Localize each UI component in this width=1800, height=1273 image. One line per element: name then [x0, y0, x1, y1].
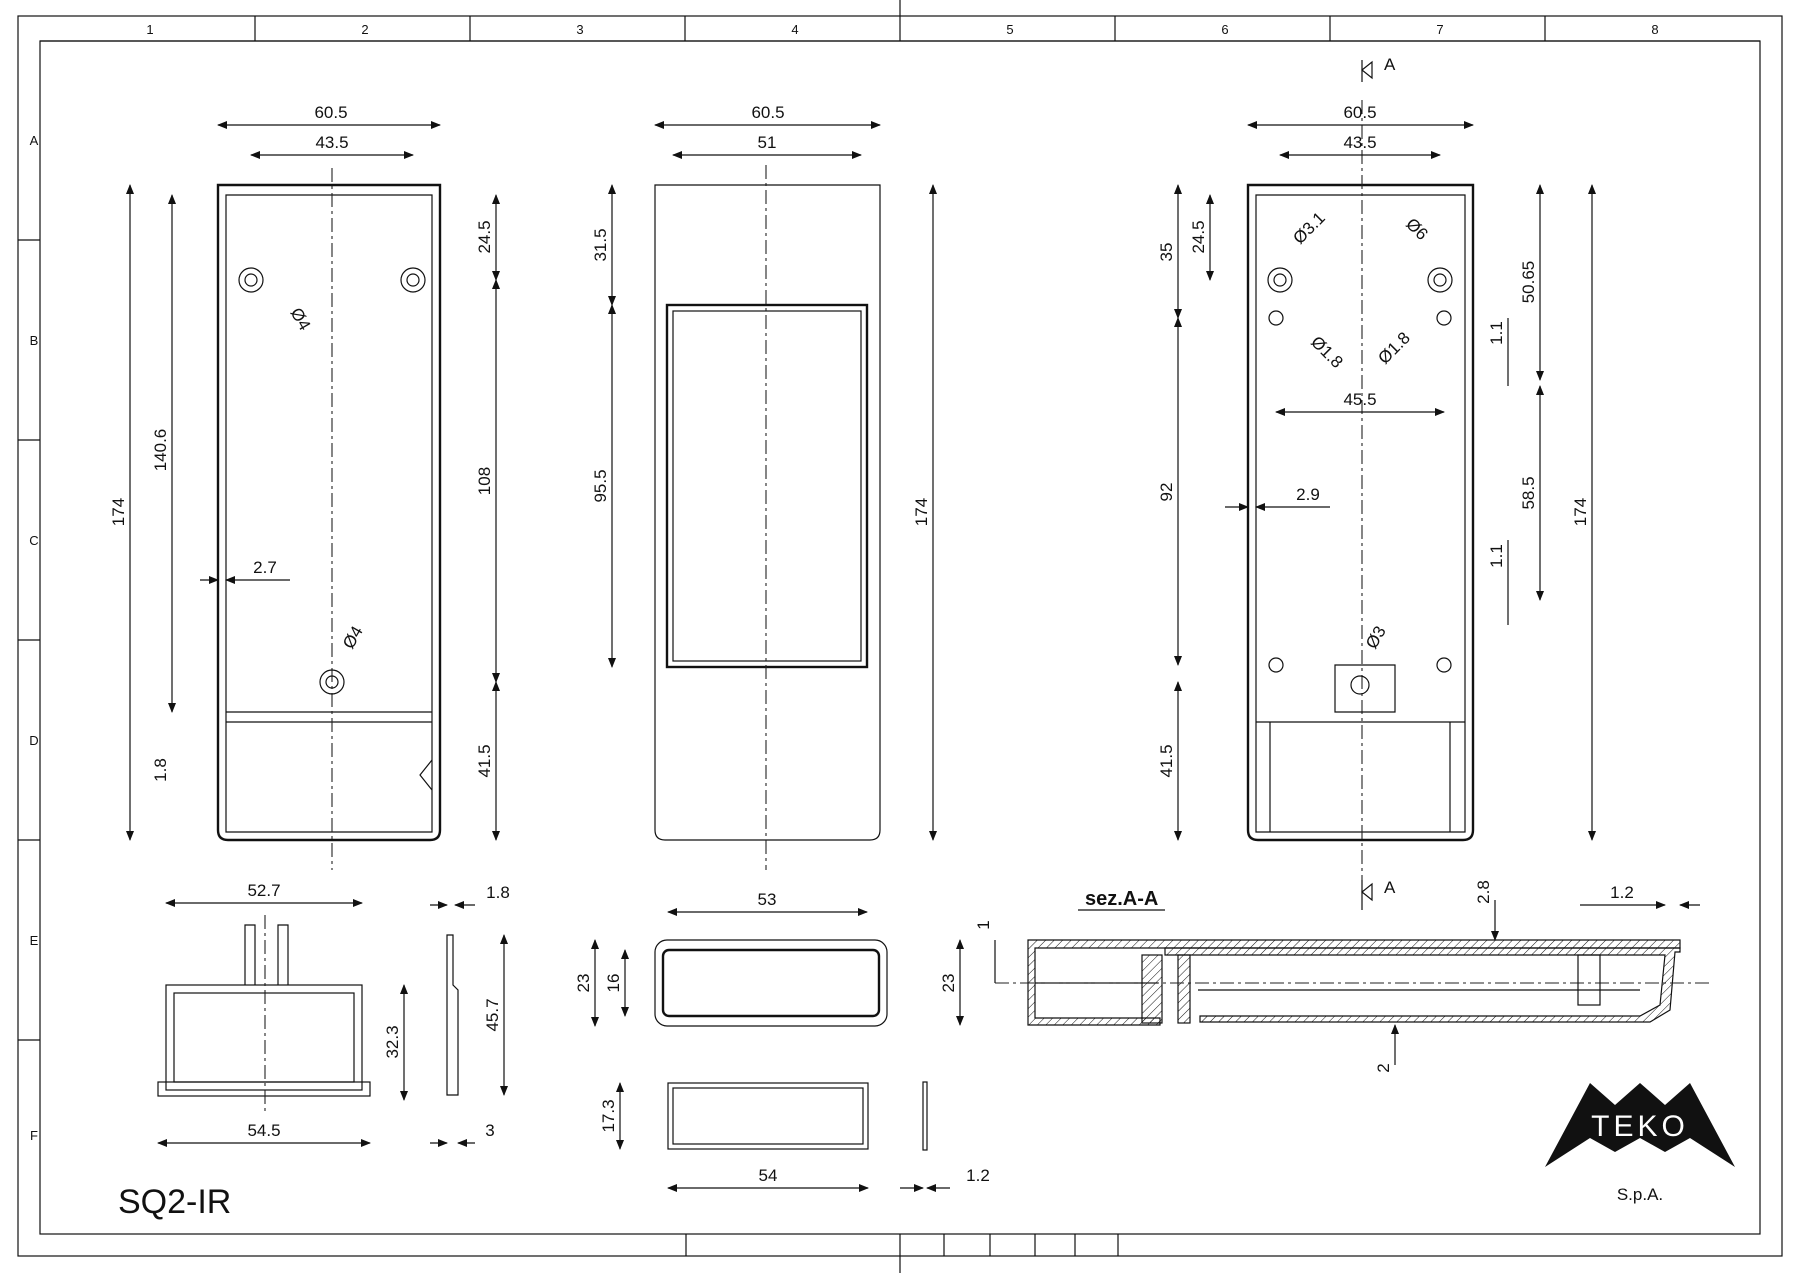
front-end-view: 53 23 16 — [574, 890, 888, 1027]
right-mid: 92 — [1157, 483, 1176, 502]
cover-height: 17.3 — [599, 1099, 618, 1132]
right-width-inner: 43.5 — [1343, 133, 1376, 152]
right-width-outer: 60.5 — [1343, 103, 1376, 122]
middle-width-inner: 51 — [758, 133, 777, 152]
side-thick-top: 1.8 — [486, 883, 510, 902]
section-view: sez.A-A 23 1 2.8 1.2 2 — [939, 880, 1710, 1073]
end-width-top: 52.7 — [247, 881, 280, 900]
left-view: 60.5 43.5 174 140.6 24.5 108 41.5 Ø4 Ø4 … — [109, 103, 500, 870]
company-suffix: S.p.A. — [1617, 1185, 1663, 1204]
right-span: 45.5 — [1343, 390, 1376, 409]
section-label: sez.A-A — [1085, 888, 1158, 910]
middle-window-height: 95.5 — [591, 469, 610, 502]
right-bottom-offset: 41.5 — [1157, 744, 1176, 777]
grid-col-2: 2 — [361, 22, 368, 37]
end-height: 32.3 — [383, 1025, 402, 1058]
title-block — [685, 1234, 1119, 1256]
grid-row-e: E — [30, 933, 39, 948]
company-name: TEKO — [1591, 1110, 1689, 1143]
grid-row-b: B — [30, 333, 39, 348]
grid-row-d: D — [29, 733, 38, 748]
left-hole-dia-bottom: Ø4 — [339, 623, 367, 652]
drawing-frame — [17, 0, 1783, 1273]
grid-col-7: 7 — [1436, 22, 1443, 37]
right-rail: 58.5 — [1519, 476, 1538, 509]
right-gap-b: 1.1 — [1487, 544, 1506, 568]
cover-thickness: 1.2 — [966, 1166, 990, 1185]
end-view: 52.7 54.5 32.3 — [157, 881, 408, 1147]
right-hole-bottom: Ø3 — [1362, 623, 1390, 652]
right-top-a: 24.5 — [1189, 220, 1208, 253]
right-view: 60.5 43.5 24.5 35 92 41.5 Ø3.1 Ø6 Ø1.8 Ø… — [1157, 55, 1596, 910]
grid-col-6: 6 — [1221, 22, 1228, 37]
front-height-outer: 23 — [574, 974, 593, 993]
left-height-inner: 140.6 — [151, 429, 170, 472]
right-gap-a: 1.1 — [1487, 321, 1506, 345]
left-lip: 1.8 — [151, 758, 170, 782]
middle-height-total: 174 — [912, 498, 931, 526]
side-height: 45.7 — [483, 998, 502, 1031]
cover-width: 54 — [759, 1166, 778, 1185]
left-height-mid: 108 — [475, 467, 494, 495]
left-height-total: 174 — [109, 498, 128, 526]
grid-row-c: C — [29, 533, 38, 548]
section-end-wall: 1.2 — [1610, 883, 1634, 902]
grid-columns: 1 2 3 4 5 6 7 8 — [146, 16, 1659, 41]
section-top-wall: 2.8 — [1474, 880, 1493, 904]
grid-col-8: 8 — [1651, 22, 1658, 37]
company-logo: TEKO S.p.A. — [1545, 1083, 1735, 1204]
section-marker-bottom: A — [1384, 878, 1396, 897]
grid-rows: A B C D E F — [18, 133, 40, 1143]
grid-row-f: F — [30, 1128, 38, 1143]
grid-col-5: 5 — [1006, 22, 1013, 37]
grid-col-4: 4 — [791, 22, 798, 37]
right-height-right: 50.65 — [1519, 261, 1538, 304]
section-height: 23 — [939, 974, 958, 993]
grid-col-3: 3 — [576, 22, 583, 37]
side-view: 1.8 45.7 3 — [430, 883, 510, 1147]
left-hole-dia-top: Ø4 — [287, 305, 315, 334]
side-thick-bottom: 3 — [485, 1121, 494, 1140]
middle-top-offset: 31.5 — [591, 228, 610, 261]
left-top-offset: 24.5 — [475, 220, 494, 253]
section-gap: 1 — [974, 920, 993, 929]
left-width-outer: 60.5 — [314, 103, 347, 122]
right-hole-small: Ø6 — [1402, 214, 1431, 243]
middle-view: 60.5 51 31.5 95.5 174 — [591, 103, 937, 870]
section-bottom-wall: 2 — [1374, 1063, 1393, 1072]
left-wall: 2.7 — [253, 558, 277, 577]
right-pin-a: Ø1.8 — [1307, 332, 1346, 371]
cover-view: 17.3 54 1.2 — [599, 1081, 990, 1192]
front-width: 53 — [758, 890, 777, 909]
end-width-bottom: 54.5 — [247, 1121, 280, 1140]
grid-col-1: 1 — [146, 22, 153, 37]
right-wall: 2.9 — [1296, 485, 1320, 504]
grid-row-a: A — [30, 133, 39, 148]
left-width-inner: 43.5 — [315, 133, 348, 152]
right-height-total: 174 — [1571, 498, 1590, 526]
middle-width-outer: 60.5 — [751, 103, 784, 122]
model-label: SQ2-IR — [118, 1183, 231, 1221]
right-hole-big: Ø3.1 — [1289, 208, 1328, 247]
section-marker-top: A — [1384, 55, 1396, 74]
right-top-b: 35 — [1157, 243, 1176, 262]
right-pin-b: Ø1.8 — [1374, 328, 1413, 367]
left-bottom-offset: 41.5 — [475, 744, 494, 777]
front-height-inner: 16 — [604, 974, 623, 993]
